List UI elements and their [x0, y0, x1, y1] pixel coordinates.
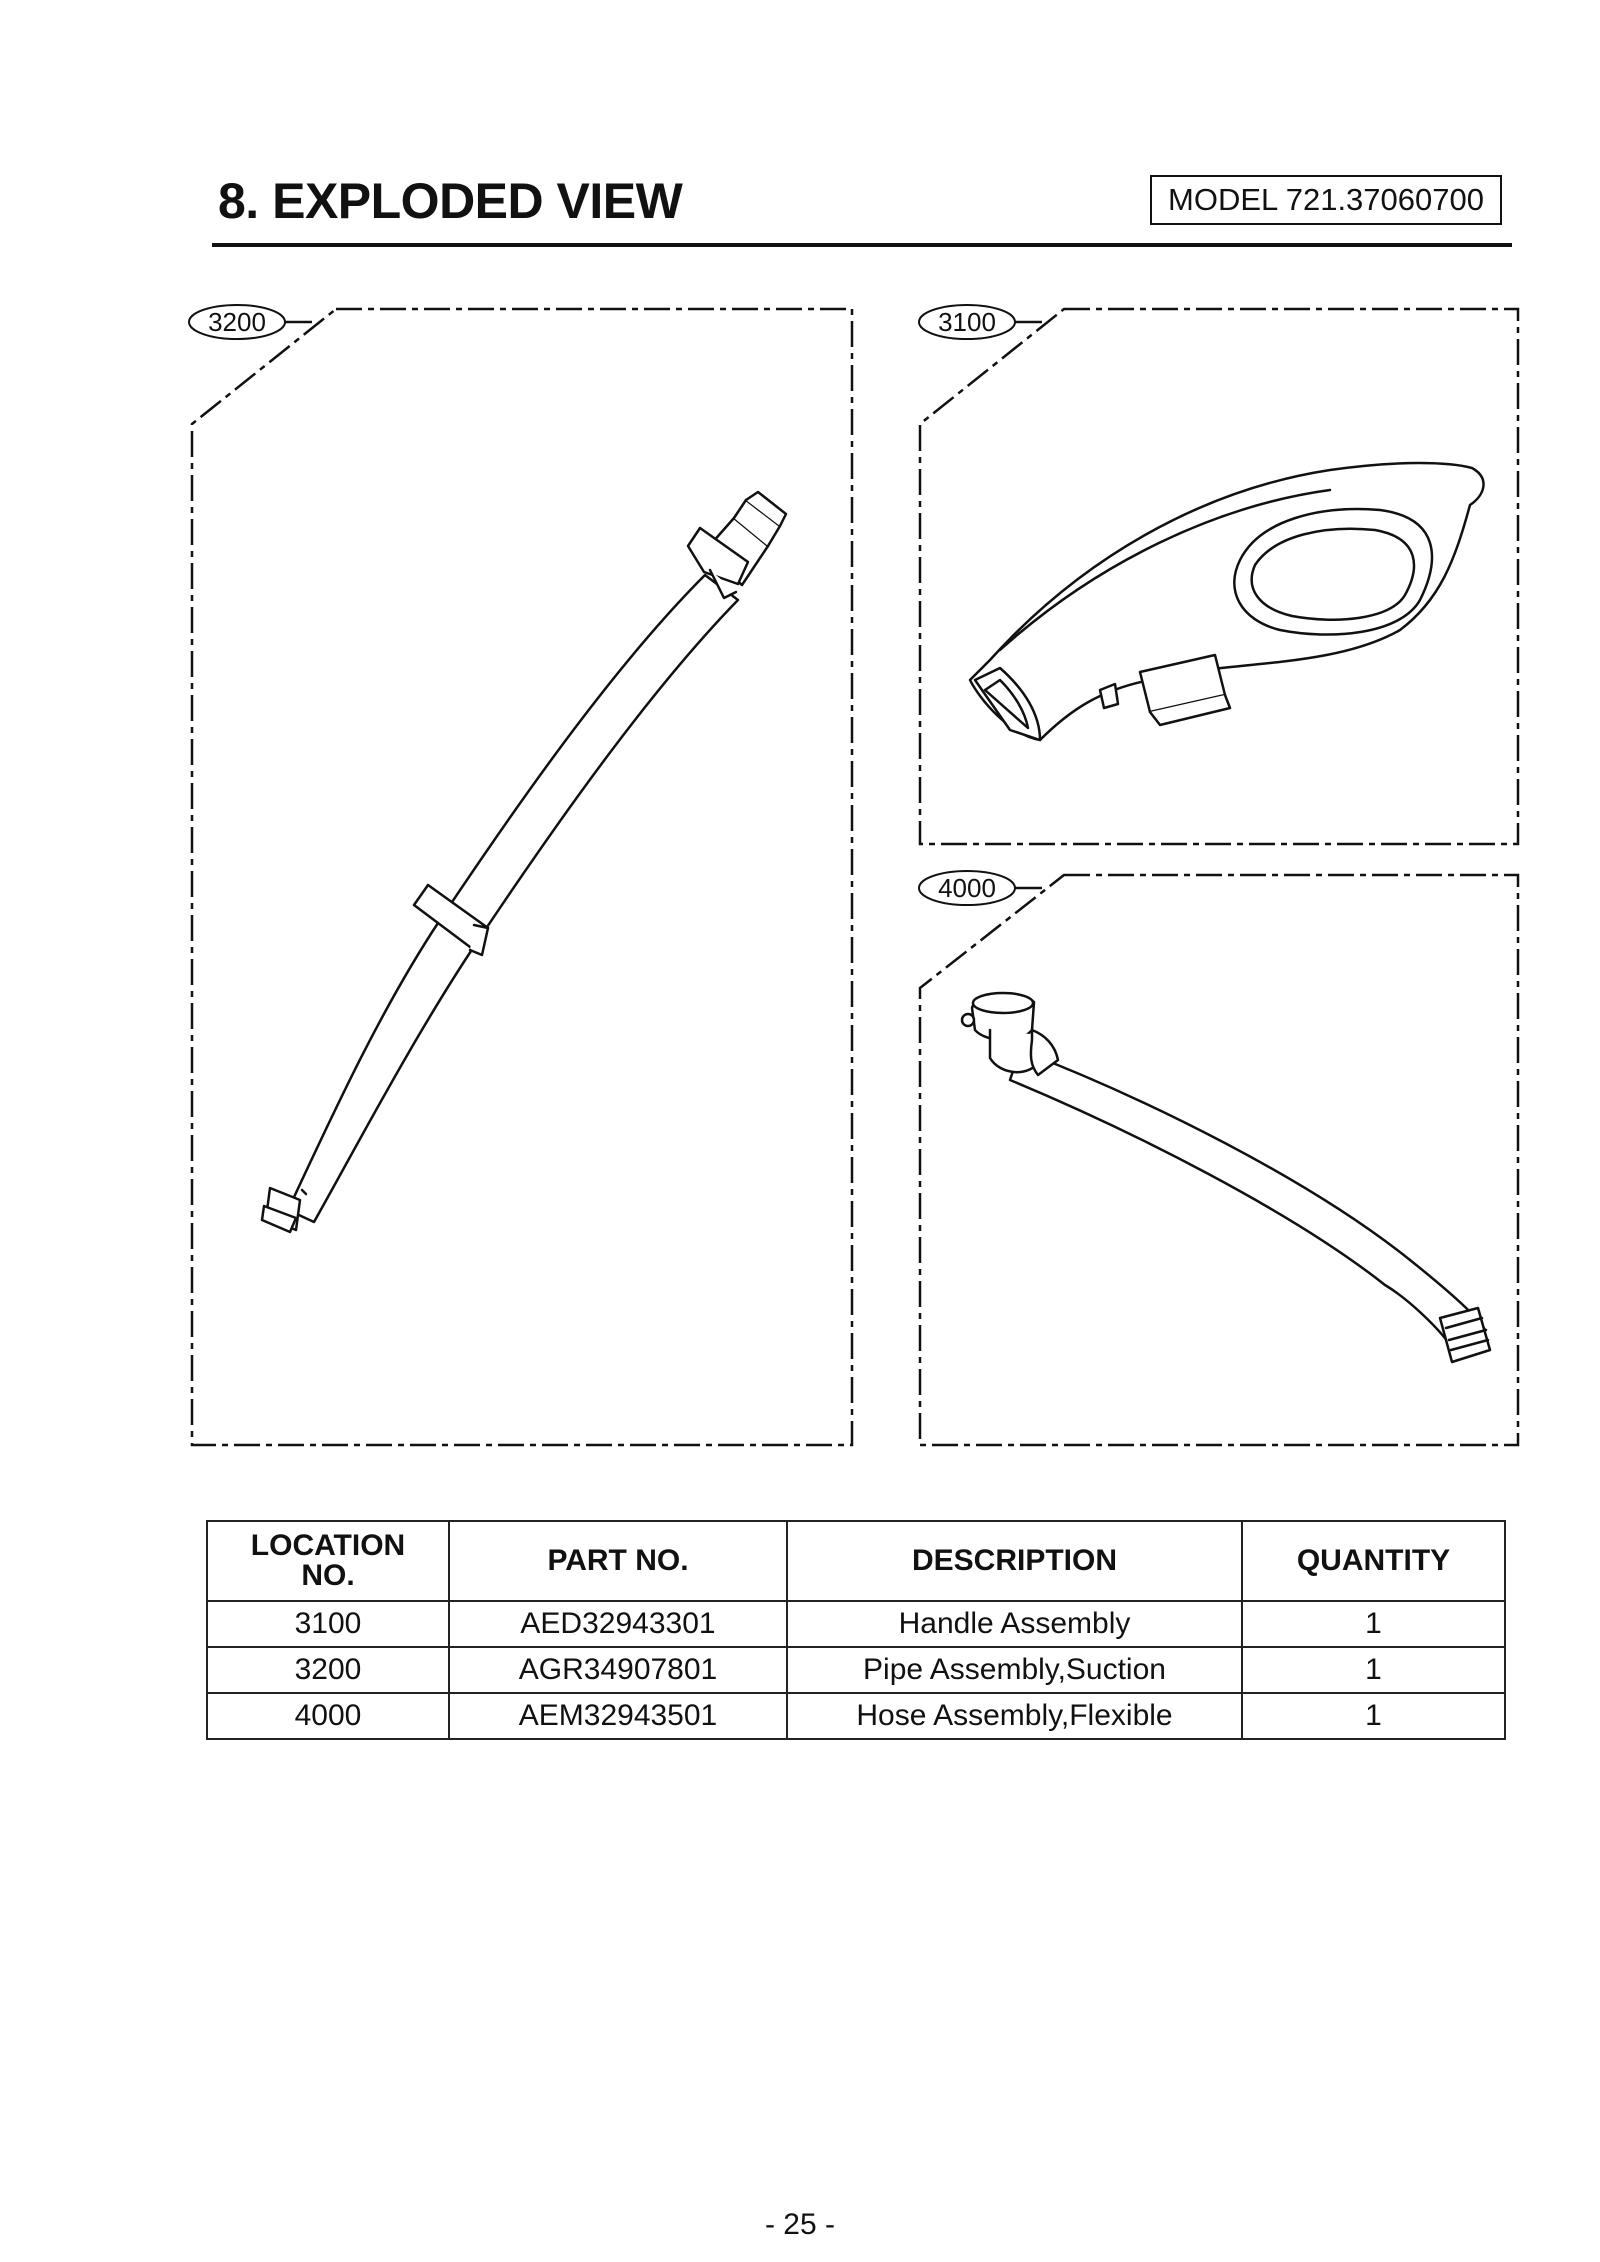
hose-panel-frame [918, 873, 1520, 1447]
page-number: - 25 - [764, 2208, 836, 2241]
part-no-cell: AGR34907801 [448, 1646, 788, 1694]
table-row: 4000 AEM32943501 Hose Assembly,Flexible … [206, 1692, 1506, 1740]
handle-callout-number: 3100 [938, 307, 996, 337]
description-header: DESCRIPTION [786, 1520, 1243, 1602]
quantity-cell: 1 [1241, 1600, 1506, 1648]
handle-panel-frame [918, 307, 1520, 846]
location-header-line1: LOCATION [250, 1529, 406, 1562]
location-cell: 3200 [206, 1646, 450, 1694]
pipe-callout-number: 3200 [208, 307, 266, 337]
description-cell: Pipe Assembly,Suction [786, 1646, 1243, 1694]
location-cell: 3100 [206, 1600, 450, 1648]
part-no-header: PART NO. [448, 1520, 788, 1602]
hose-callout-number: 4000 [938, 873, 996, 903]
description-cell: Handle Assembly [786, 1600, 1243, 1648]
hose-callout-bubble [918, 870, 1016, 906]
title-divider [212, 243, 1512, 247]
handle-assembly-drawing [968, 461, 1485, 742]
location-cell: 4000 [206, 1692, 450, 1740]
handle-callout-bubble [918, 304, 1016, 340]
hose-assembly-drawing [960, 991, 1492, 1364]
quantity-header: QUANTITY [1241, 1520, 1506, 1602]
pipe-panel-frame [190, 307, 854, 1447]
pipe-assembly-drawing [260, 490, 788, 1234]
quantity-cell: 1 [1241, 1692, 1506, 1740]
description-cell: Hose Assembly,Flexible [786, 1692, 1243, 1740]
location-header-line2: NO. [301, 1559, 355, 1592]
pipe-callout-bubble [188, 304, 286, 340]
exploded-view-figure: 3200 3100 4000 [188, 304, 1520, 1447]
part-no-cell: AED32943301 [448, 1600, 788, 1648]
model-label: MODEL 721.37060700 [1150, 175, 1502, 225]
table-row: 3200 AGR34907801 Pipe Assembly,Suction 1 [206, 1646, 1506, 1694]
page-title: 8. EXPLODED VIEW [218, 173, 683, 229]
table-row: 3100 AED32943301 Handle Assembly 1 [206, 1600, 1506, 1648]
part-no-cell: AEM32943501 [448, 1692, 788, 1740]
quantity-cell: 1 [1241, 1646, 1506, 1694]
